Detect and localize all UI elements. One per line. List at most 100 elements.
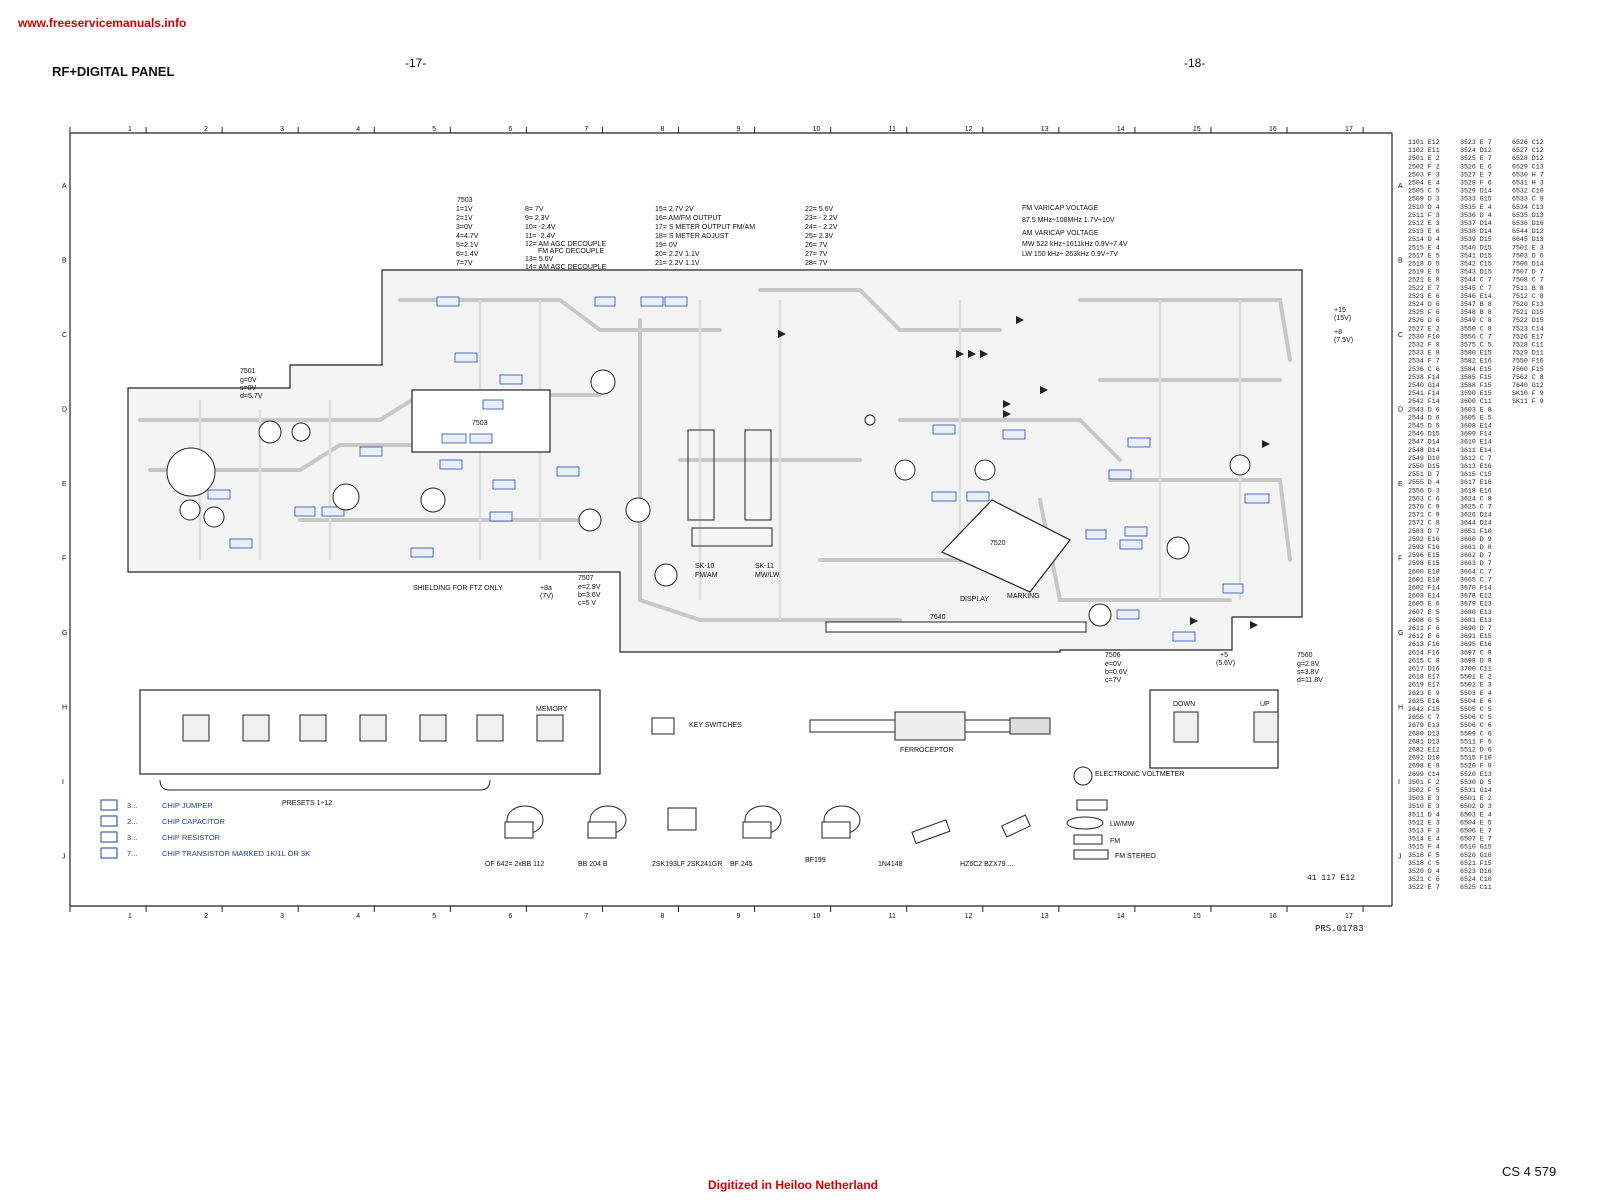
- parts-table-entry: 2512 E 3: [1408, 220, 1440, 227]
- grid-column-label: 6: [508, 913, 512, 920]
- grid-column-label: 1: [128, 126, 132, 133]
- parts-table-entry: 2692 D10: [1408, 755, 1440, 762]
- t7560-d: d=11.8V: [1297, 677, 1323, 684]
- meter-legend: LW/MW FM FM STEREO: [1066, 799, 1156, 860]
- ic7503-pin-title: 7503: [457, 197, 473, 204]
- grid-column-label: 3: [280, 126, 284, 133]
- meter-fm: FM: [1110, 838, 1120, 845]
- parts-table-entry: 3521 C 6: [1408, 876, 1440, 883]
- t7501-title: 7501: [240, 368, 256, 375]
- parts-table-entry: 3542 C15: [1460, 261, 1492, 268]
- t7501-notes: 7501 g=0V s=0V d=5.7V: [240, 368, 263, 400]
- watermark-url[interactable]: www.freeservicemanuals.info: [18, 16, 187, 30]
- grid-row-label: F: [1398, 556, 1402, 563]
- parts-table-entry: 3544 C 7: [1460, 277, 1492, 284]
- parts-table-entry: 2605 E 6: [1408, 601, 1440, 608]
- parts-table-entry: 5520 E13: [1460, 771, 1492, 778]
- supply-8a: +8a: [540, 585, 552, 592]
- page-number-left: -17-: [405, 56, 427, 70]
- parts-table-entry: 2514 D 4: [1408, 236, 1440, 243]
- parts-table-entry: 6534 C13: [1512, 204, 1544, 211]
- parts-table-entry: 6531 H 3: [1512, 180, 1544, 187]
- parts-table-entry: 3502 F 5: [1408, 787, 1440, 794]
- parts-table-entry: 3527 E 7: [1460, 171, 1492, 178]
- parts-table-entry: 6524 C10: [1460, 876, 1492, 883]
- parts-table-entry: 2603 E14: [1408, 593, 1440, 600]
- meter-lw-mw: LW/MW: [1110, 821, 1135, 828]
- grid-column-label: 3: [280, 913, 284, 920]
- ic7503-pin-5: 5=2.1V: [456, 242, 479, 249]
- parts-table-entry: 3546 E14: [1460, 293, 1492, 300]
- parts-table-entry: 7511 B 8: [1512, 285, 1544, 292]
- parts-table-entry: 7640 G12: [1512, 382, 1544, 389]
- parts-table-entry: 5511 F 5: [1460, 738, 1492, 745]
- parts-table-entry: 3588 F15: [1460, 382, 1492, 389]
- parts-table-entry: 3533 G15: [1460, 196, 1492, 203]
- parts-table-entry: 3529 D14: [1460, 188, 1492, 195]
- parts-table-entry: 2521 E 8: [1408, 277, 1440, 284]
- legend-chip-capacitor: CHIP CAPACITOR: [162, 817, 226, 826]
- parts-table-entry: 3503 E 3: [1408, 795, 1440, 802]
- parts-table-entry: 2533 E 8: [1408, 350, 1440, 357]
- parts-table-entry: 3524 D12: [1460, 147, 1492, 154]
- parts-table-entry: 3513 F 3: [1408, 828, 1440, 835]
- parts-table-entry: 3535 E 4: [1460, 204, 1492, 211]
- parts-table-entry: 6521 F15: [1460, 860, 1492, 867]
- parts-table-entry: 2623 E 9: [1408, 690, 1440, 697]
- parts-table-entry: 3510 E 3: [1408, 803, 1440, 810]
- component-bf199: BF199: [805, 857, 826, 864]
- parts-table-entry: 3626 D14: [1460, 512, 1492, 519]
- grid-row-label: D: [1398, 407, 1403, 414]
- supply-5-value: (5.6V): [1216, 660, 1235, 667]
- parts-table-entry: 2563 C 6: [1408, 495, 1440, 502]
- pin-note-25: 25= 2.3V: [805, 233, 834, 240]
- t7507-b: b=3.6V: [578, 592, 601, 599]
- grid-column-label: 5: [432, 126, 436, 133]
- grid-column-label: 12: [965, 913, 973, 920]
- parts-table-entry: 6645 D13: [1512, 236, 1544, 243]
- parts-table-entry: 3618 E16: [1460, 487, 1492, 494]
- ferroceptor-label: FERROCEPTOR: [900, 747, 954, 754]
- legend-mark-jumper: 3...: [127, 801, 137, 810]
- parts-table-entry: 2524 D 6: [1408, 301, 1440, 308]
- parts-table-entry: 2509 D 3: [1408, 196, 1440, 203]
- ic7503-pin-4: 4=4.7V: [456, 233, 479, 240]
- parts-table-entry: 5530 D 5: [1460, 779, 1492, 786]
- parts-table-entry: 3548 B 8: [1460, 309, 1492, 316]
- parts-table-entry: 3523 E 7: [1460, 139, 1492, 146]
- parts-table-entry: 3540 D15: [1460, 244, 1492, 251]
- parts-table-entry: 3678 E12: [1460, 593, 1492, 600]
- am-varicap-mw: MW 522 kHz÷1611kHz 0.9V÷7.4V: [1022, 241, 1128, 248]
- switch-sk10-sk11: [687, 429, 773, 547]
- supply-15: +15: [1334, 307, 1346, 314]
- board-diodes: [778, 316, 1270, 629]
- parts-table-entry: 7512 C 8: [1512, 293, 1544, 300]
- sk10-sub-label: FM/AM: [695, 572, 718, 579]
- ic-7503-label: 7503: [472, 420, 488, 427]
- parts-table-entry: 7508 C 7: [1512, 277, 1544, 284]
- parts-table-entry: 2534 F 7: [1408, 358, 1440, 365]
- drawing-number: 41 117 E12: [1307, 874, 1356, 883]
- parts-table-entry: 2548 D14: [1408, 447, 1440, 454]
- legend-chip-jumper: CHIP JUMPER: [162, 801, 213, 810]
- grid-row-label: B: [1398, 258, 1403, 265]
- parts-table-entry: 2540 G14: [1408, 382, 1440, 389]
- pin-note-20: 20= 2.2V 1.1V: [655, 251, 700, 258]
- parts-table-entry: 5503 E 4: [1460, 690, 1492, 697]
- parts-table-entry: 6535 D13: [1512, 212, 1544, 219]
- grid-column-label: 14: [1117, 126, 1125, 133]
- pin-note-24: 24= - 2.2V: [805, 224, 838, 231]
- parts-table-entry: 3539 D15: [1460, 236, 1492, 243]
- grid-column-label: 13: [1041, 913, 1049, 920]
- parts-table-entry: 2543 D 6: [1408, 406, 1440, 413]
- parts-table-entry: 3695 E16: [1460, 641, 1492, 648]
- parts-table-entry: 2555 D 4: [1408, 479, 1440, 486]
- parts-table-entry: 3680 E13: [1460, 609, 1492, 616]
- parts-table-entry: 3660 D 9: [1460, 536, 1492, 543]
- parts-table-entry: 3516 F 5: [1408, 852, 1440, 859]
- parts-table-entry: 6523 D16: [1460, 868, 1492, 875]
- supply-15-value: (15V): [1334, 315, 1351, 322]
- grid-column-label: 5: [432, 913, 436, 920]
